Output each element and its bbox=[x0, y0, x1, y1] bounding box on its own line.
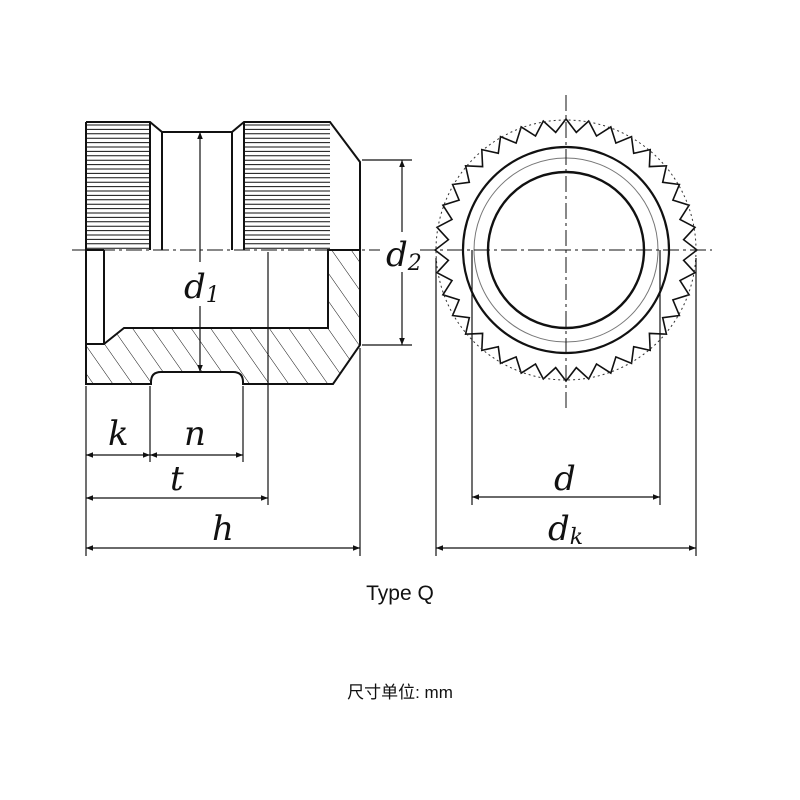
dk-label: dk bbox=[548, 509, 583, 550]
knurl-band-left bbox=[86, 124, 150, 249]
section-hatch bbox=[85, 249, 361, 385]
dk-dimension bbox=[435, 258, 697, 556]
k-label: k bbox=[108, 414, 129, 454]
d2-label: d2 bbox=[386, 235, 422, 276]
h-label: h bbox=[212, 509, 234, 549]
knurl-band-right bbox=[244, 124, 330, 249]
d2-label-bg bbox=[384, 232, 424, 272]
unit-caption: 尺寸单位: mm bbox=[347, 683, 453, 702]
side-view bbox=[85, 121, 361, 385]
type-caption: Type Q bbox=[366, 582, 434, 605]
n-label: n bbox=[184, 414, 206, 454]
d-label: d bbox=[554, 459, 576, 499]
t-label: t bbox=[170, 459, 184, 499]
d-dimension bbox=[471, 250, 661, 505]
d1-label: d1 bbox=[184, 267, 220, 308]
extension-lines bbox=[85, 348, 361, 556]
upper-outline bbox=[86, 121, 361, 250]
d1-label-bg bbox=[180, 262, 224, 306]
